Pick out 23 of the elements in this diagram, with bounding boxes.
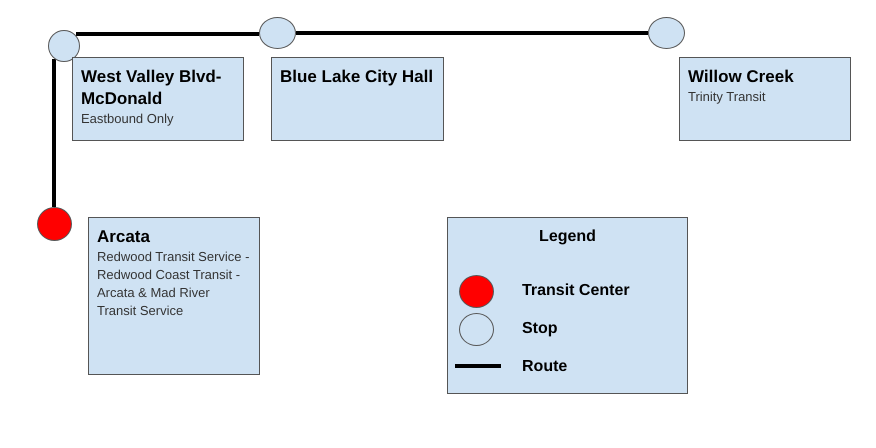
route-line bbox=[296, 31, 648, 35]
legend-box bbox=[447, 217, 688, 394]
stop-info-box bbox=[88, 217, 260, 375]
stop-name: West Valley Blvd-McDonald bbox=[81, 66, 222, 110]
stop-circle bbox=[648, 17, 685, 49]
stop-circle bbox=[48, 30, 80, 62]
route-line bbox=[52, 59, 56, 207]
stop-info-box bbox=[72, 57, 244, 141]
legend-label: Transit Center bbox=[522, 282, 630, 300]
stop-note: Redwood Transit Service - Redwood Coast Transit - Arcata & Mad River Transit Service bbox=[97, 248, 250, 320]
stop-name: Arcata bbox=[97, 226, 151, 248]
legend-title: Legend bbox=[538, 227, 597, 247]
stop-name: Blue Lake City Hall bbox=[280, 66, 434, 88]
legend-label: Stop bbox=[522, 320, 558, 338]
stop-circle bbox=[259, 17, 296, 49]
stop-note: Eastbound Only bbox=[81, 110, 175, 128]
stop-name: Willow Creek bbox=[688, 66, 795, 88]
stop-note: Trinity Transit bbox=[688, 88, 767, 106]
stop-info-box bbox=[271, 57, 444, 141]
route-line bbox=[76, 32, 259, 36]
stop-info-box bbox=[679, 57, 851, 141]
legend-label: Route bbox=[522, 358, 568, 376]
transit-center-circle bbox=[37, 207, 72, 241]
